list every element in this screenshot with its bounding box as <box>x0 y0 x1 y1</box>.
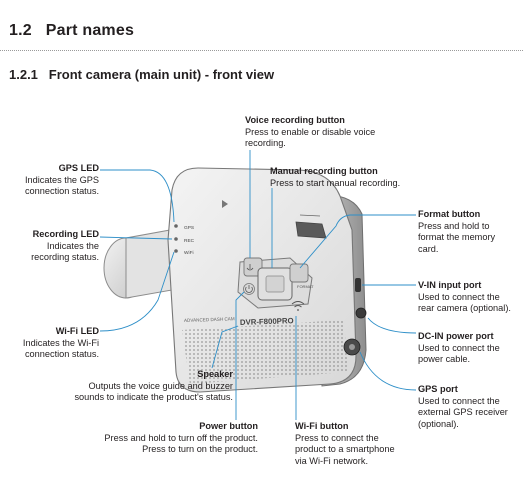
voice-recording-button[interactable] <box>243 257 263 277</box>
leader-lines <box>99 150 417 420</box>
label-gps-port: GPS port Used to connect the external GP… <box>418 384 522 430</box>
mount-cylinder <box>103 229 173 299</box>
label-line: connection status. <box>24 349 99 360</box>
label-title: Voice recording button <box>245 115 345 125</box>
brand-text: ADVANCED DASH CAM <box>184 316 235 323</box>
gps-led-icon <box>174 224 178 228</box>
section-number: 1.2 <box>9 22 32 39</box>
label-title: Manual recording button <box>270 166 378 176</box>
label-line: Press to enable or disable voice <box>245 126 376 137</box>
wifi-icon <box>291 301 305 308</box>
label-title: Power button <box>199 421 258 431</box>
subsection-title: Front camera (main unit) - front view <box>48 67 275 82</box>
label-vin-input-port: V-IN input port Used to connect the rear… <box>418 280 522 315</box>
label-wifi-button: Wi-Fi button Press to connect the produc… <box>295 421 425 467</box>
subsection-heading: 1.2.1 Front camera (main unit) - front v… <box>9 67 274 82</box>
wifi-led-text: WiFi <box>184 250 194 256</box>
label-line: Outputs the voice guide and buzzer <box>88 380 233 391</box>
label-format-button: Format button Press and hold to format t… <box>418 209 518 255</box>
vin-input-port[interactable] <box>355 278 361 292</box>
label-title: Recording LED <box>32 229 99 239</box>
label-line: Indicates the Wi-Fi <box>22 337 99 348</box>
label-line: Used to connect the <box>418 291 500 302</box>
label-wifi-led: Wi-Fi LED Indicates the Wi-Fi connection… <box>8 326 99 361</box>
dcin-power-port[interactable] <box>355 307 367 319</box>
label-line: connection status. <box>24 186 99 197</box>
label-speaker: Speaker Outputs the voice guide and buzz… <box>60 369 233 404</box>
subsection-number: 1.2.1 <box>9 67 38 82</box>
label-line: Press and hold to turn off the product. <box>104 432 258 443</box>
label-line: card. <box>418 243 439 254</box>
wifi-button[interactable] <box>291 301 305 311</box>
label-line: (optional). <box>418 418 459 429</box>
label-gps-led: GPS LED Indicates the GPS connection sta… <box>8 163 99 198</box>
label-line: power cable. <box>418 354 471 365</box>
power-button[interactable] <box>243 283 255 295</box>
label-line: recording status. <box>31 252 99 263</box>
section-heading: 1.2 Part names <box>9 22 134 40</box>
label-manual-recording-button: Manual recording button Press to start m… <box>270 166 450 189</box>
label-line: Press and hold to <box>418 220 490 231</box>
label-recording-led: Recording LED Indicates the recording st… <box>8 229 99 264</box>
label-title: Speaker <box>197 369 233 379</box>
label-title: Wi-Fi LED <box>55 326 99 336</box>
model-text: DVR-F800PRO <box>240 316 294 327</box>
power-icon <box>245 285 253 293</box>
label-line: Indicates the GPS <box>24 174 99 185</box>
label-line: Press to turn on the product. <box>142 444 258 455</box>
label-line: format the memory <box>418 232 496 243</box>
sd-card-slot <box>295 221 327 239</box>
sd-arrow-icon <box>222 200 228 208</box>
label-title: GPS LED <box>58 163 99 173</box>
wifi-led-icon <box>174 249 178 253</box>
label-title: GPS port <box>418 384 458 394</box>
rec-led-text: REC <box>184 238 195 244</box>
rec-led-icon <box>174 237 178 241</box>
section-title: Part names <box>45 22 135 39</box>
label-line: sounds to indicate the product's status. <box>74 392 233 403</box>
speaker-grille <box>182 320 348 384</box>
label-power-button: Power button Press and hold to turn off … <box>90 421 258 456</box>
label-line: recording. <box>245 138 286 149</box>
label-title: Format button <box>418 209 481 219</box>
label-line: product to a smartphone <box>295 444 395 455</box>
mic-icon <box>246 264 254 271</box>
gps-led-text: GPS <box>184 225 194 231</box>
label-line: Used to connect the <box>418 395 500 406</box>
label-line: external GPS receiver <box>418 407 508 418</box>
label-line: Press to start manual recording. <box>270 177 401 188</box>
button-cluster[interactable]: FORMAT <box>237 257 314 309</box>
label-line: Used to connect the <box>418 342 500 353</box>
label-title: DC-IN power port <box>418 331 494 341</box>
label-dcin-power-port: DC-IN power port Used to connect the pow… <box>418 331 522 366</box>
label-line: Press to connect the <box>295 432 379 443</box>
label-voice-recording-button: Voice recording button Press to enable o… <box>245 115 425 150</box>
led-indicators: GPS REC WiFi <box>174 224 195 256</box>
label-line: rear camera (optional). <box>418 303 511 314</box>
label-title: Wi-Fi button <box>295 421 349 431</box>
format-button[interactable] <box>289 263 309 283</box>
format-text: FORMAT <box>297 284 314 289</box>
label-line: Indicates the <box>46 240 99 251</box>
label-line: via Wi-Fi network. <box>295 455 368 466</box>
heading-divider <box>0 50 523 51</box>
label-title: V-IN input port <box>418 280 482 290</box>
